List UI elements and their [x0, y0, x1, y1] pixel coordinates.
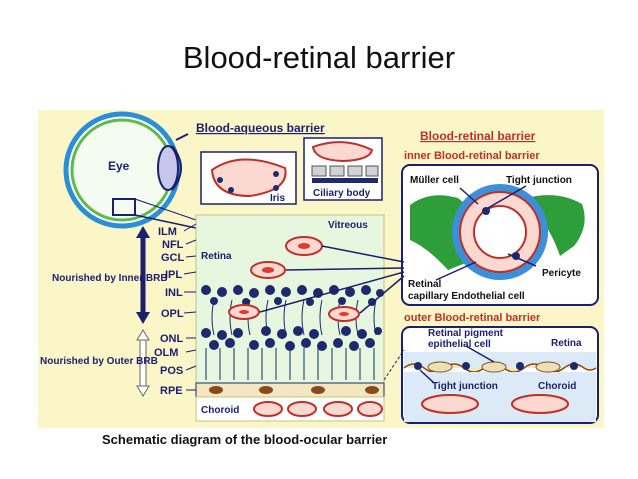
retina-cross-section: Vitreous Retina Choroid: [195, 214, 385, 422]
inner-brb-title: inner Blood-retinal barrier: [404, 150, 540, 162]
nourished-arrows: [136, 226, 150, 397]
cornea-shape: [171, 145, 182, 191]
layer-onl: ONL: [160, 333, 184, 345]
zoom-line-bottom: [134, 198, 197, 221]
blood-retinal-title: Blood-retinal barrier: [420, 129, 536, 143]
vitreous-label: Vitreous: [328, 220, 368, 231]
outer-retina-label: Retina: [551, 338, 582, 349]
iris-box: Iris: [200, 151, 297, 205]
rpe-line1-label: Retinal pigment: [428, 328, 504, 339]
nourished-inner-label: Nourished by Inner BRB: [52, 273, 168, 284]
rpe-line2-label: epithelial cell: [428, 339, 491, 350]
eye-illustration: Eye: [63, 111, 182, 229]
outer-brb-title: outer Blood-retinal barrier: [404, 312, 541, 324]
nourished-outer-label: Nourished by Outer BRB: [40, 356, 158, 367]
ciliary-body-box: Ciliary body: [303, 137, 383, 201]
slide-title: Blood-retinal barrier: [182, 40, 456, 75]
layer-olm: OLM: [154, 347, 178, 359]
blood-aqueous-title: Blood-aqueous barrier: [196, 121, 325, 135]
inner-brb-panel: Müller cell Tight junction Pericyte Reti…: [401, 164, 599, 306]
retinal-capillary-line1: Retinal: [408, 279, 442, 290]
capillary-pointer-lines: [259, 245, 405, 314]
layer-pos: POS: [160, 365, 183, 377]
layer-ipl: IPL: [165, 269, 182, 281]
rpe-pointer-line: [383, 349, 405, 381]
layer-opl: OPL: [161, 308, 184, 320]
layer-inl: INL: [165, 287, 183, 299]
lens-shape: [157, 145, 179, 191]
diagram-caption: Schematic diagram of the blood-ocular ba…: [102, 432, 387, 447]
choroid-label: Choroid: [201, 405, 239, 416]
zoom-line-top: [134, 214, 197, 229]
layer-ilm: ILM: [158, 226, 177, 238]
pericyte-label: Pericyte: [542, 268, 581, 279]
outer-brb-panel: Retinal pigment epithelial cell Retina T…: [401, 326, 599, 424]
eye-label: Eye: [108, 159, 130, 173]
layer-rpe: RPE: [160, 385, 183, 397]
muller-cell-label: Müller cell: [410, 175, 459, 186]
layer-labels: ILM NFL GCL IPL INL OPL ONL OLM POS RPE: [154, 223, 197, 397]
retinal-capillaries: [228, 236, 360, 322]
retina-detail-box: [112, 198, 136, 216]
outer-tight-junction-label: Tight junction: [432, 381, 498, 392]
layer-gcl: GCL: [161, 252, 185, 264]
ciliary-body-label: Ciliary body: [313, 188, 371, 199]
eye-to-aqueous-arrow: [175, 133, 189, 141]
layer-nfl: NFL: [162, 239, 184, 251]
caption-strip: [38, 428, 604, 456]
retinal-capillary-line2: capillary Endothelial cell: [408, 291, 525, 302]
iris-label: Iris: [270, 193, 285, 204]
tight-junction-label: Tight junction: [506, 175, 572, 186]
outer-choroid-label: Choroid: [538, 381, 576, 392]
retina-label: Retina: [201, 251, 232, 262]
